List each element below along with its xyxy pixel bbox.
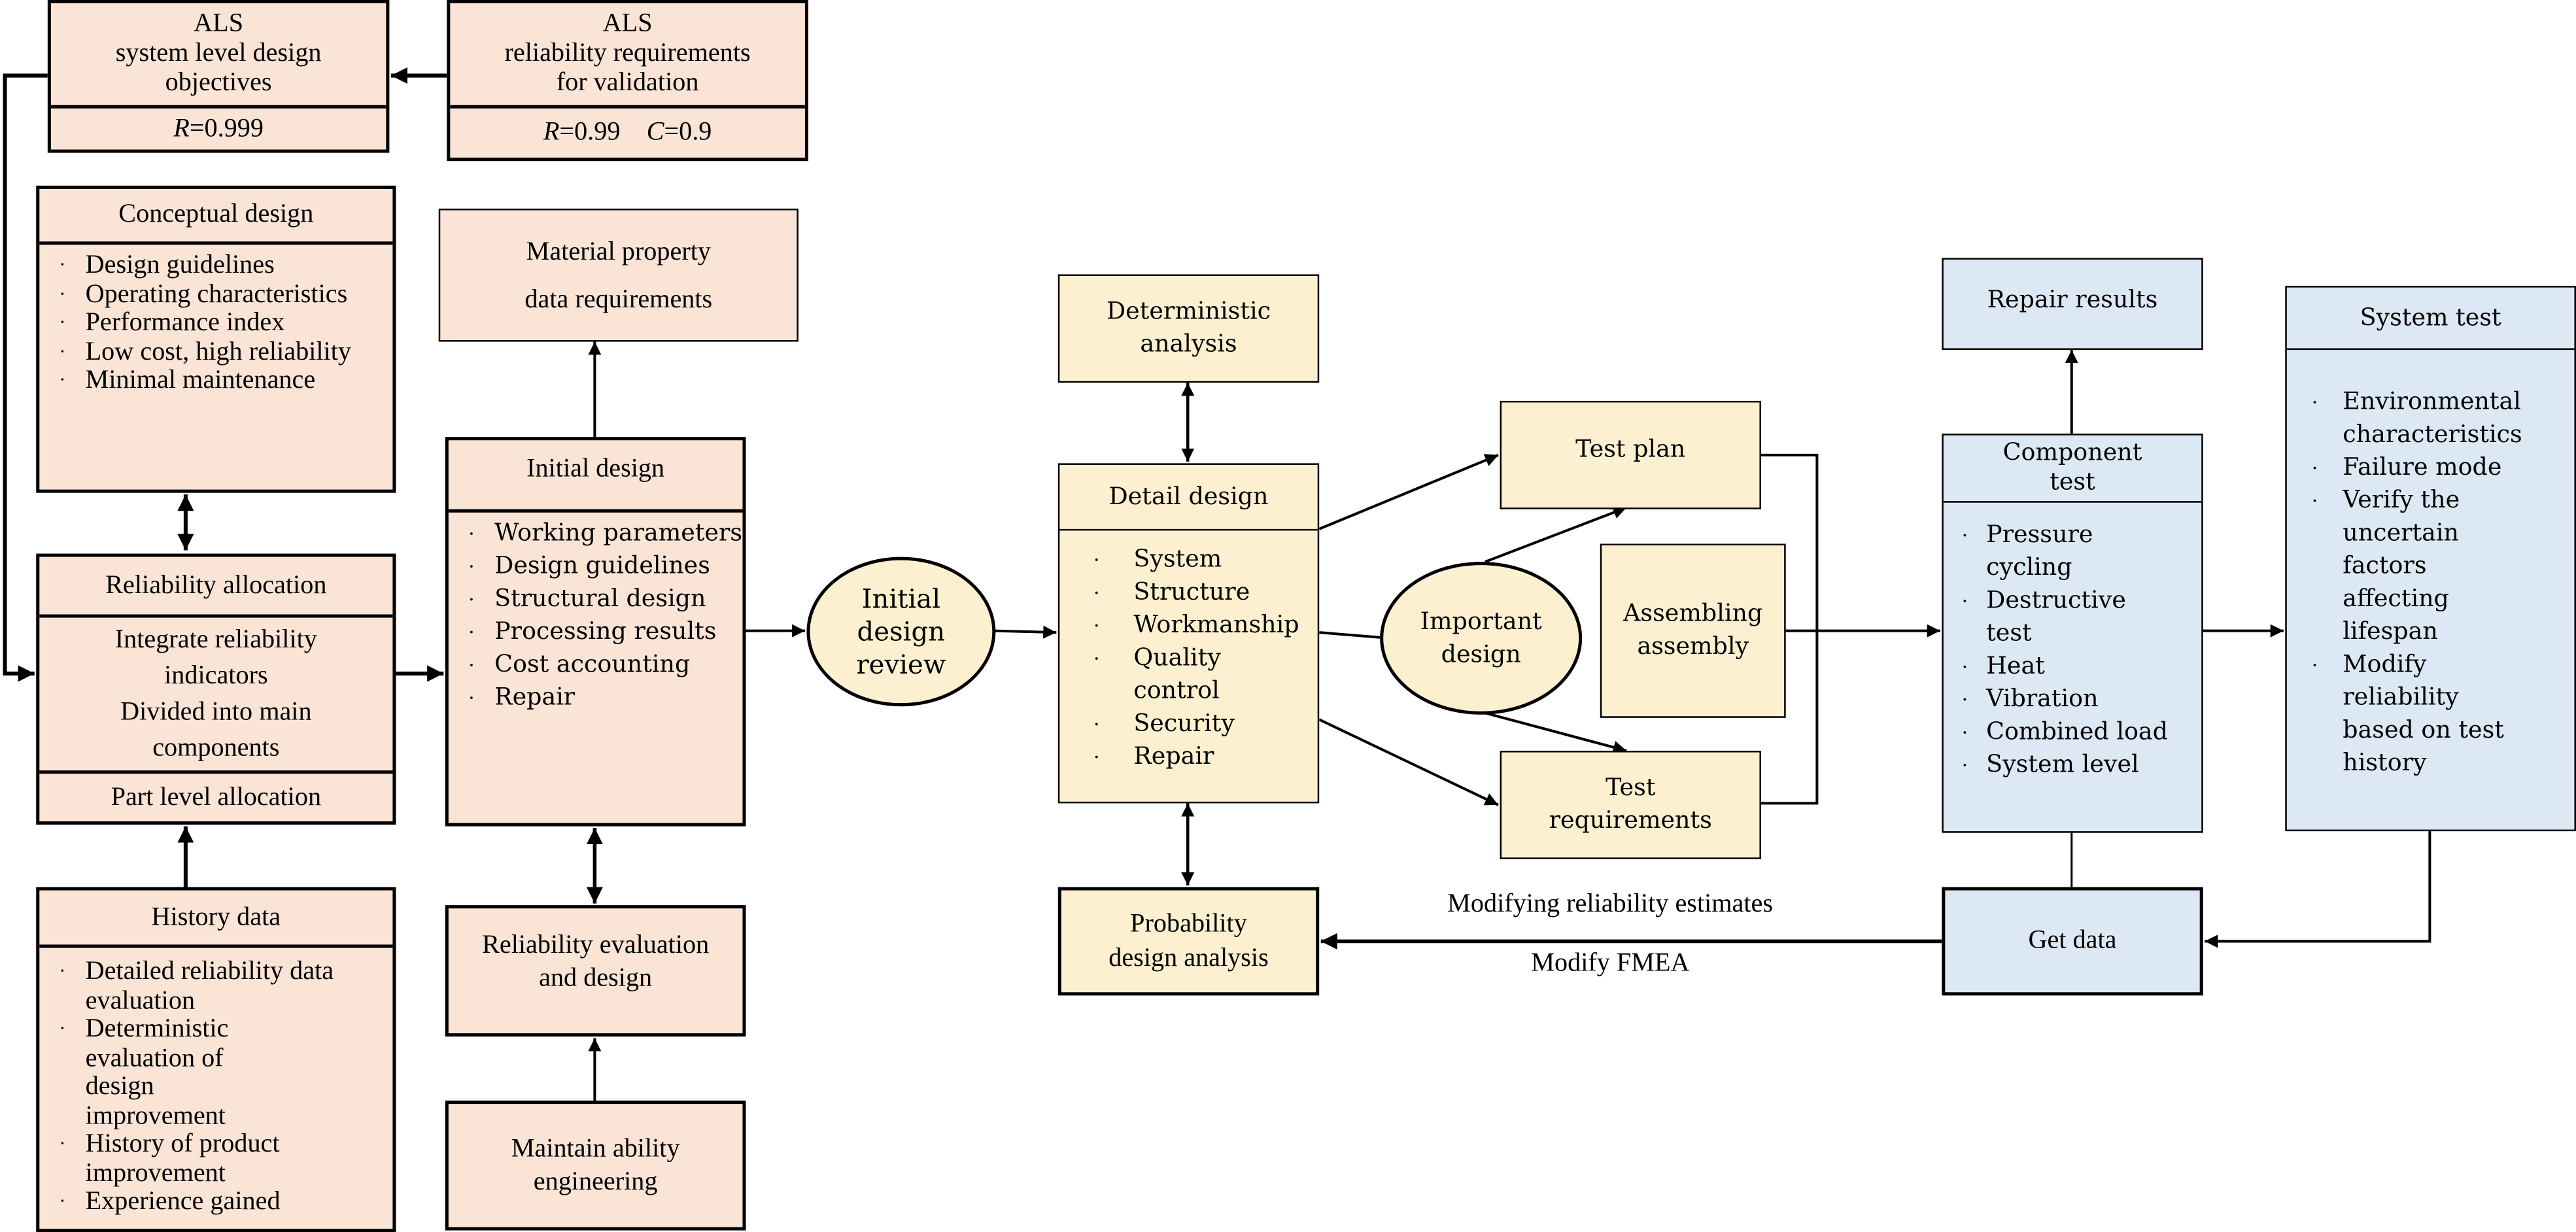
edge-label-modify-fmea: Modify FMEA — [1531, 949, 1690, 978]
arrow-important-to-test-req — [1485, 711, 1627, 754]
edge-label-modifying-reliability: Modifying reliability estimates — [1447, 890, 1774, 919]
arrow-system-to-getdata — [2205, 829, 2431, 948]
initial-design-list: ·Working parameters ·Design guidelines ·… — [448, 509, 743, 823]
list-item: ·Operating characteristics — [59, 280, 348, 309]
component-test-title: Component test — [2002, 440, 2142, 496]
list-item: ·Processing results — [468, 619, 717, 646]
detail-design-title: Detail design — [1108, 483, 1269, 511]
list-item: ·Performance index — [59, 309, 285, 337]
list-item: ·Design guidelines — [59, 251, 275, 280]
list-item: ·Repair — [1093, 744, 1214, 771]
list-item: ·Combined load — [1961, 719, 2168, 746]
history-data-box: History data ·Detailed reliability data … — [36, 887, 396, 1232]
list-item: ·Experience gained — [59, 1188, 281, 1216]
list-item: ·Repair — [468, 685, 575, 711]
component-test-box: Component test ·Pressure cycling ·Destru… — [1942, 434, 2203, 833]
list-item: ·Pressure cycling — [1961, 522, 2093, 582]
assembling-assembly-box: Assembling assembly — [1600, 543, 1786, 718]
list-item: ·Cost accounting — [468, 652, 691, 679]
arrow-detail-to-test-req — [1318, 718, 1499, 806]
list-item: ·Workmanship — [1093, 613, 1299, 640]
connector-test-bracket — [1759, 453, 1819, 805]
arrow-detail-to-test-plan — [1318, 453, 1499, 530]
als-objectives-value: R=0.999 — [50, 105, 386, 150]
list-item: ·Quality control — [1093, 645, 1221, 705]
maintain-ability-box: Maintain ability engineering — [445, 1101, 746, 1231]
list-item: ·Working parameters — [468, 521, 743, 547]
list-item: ·Heat — [1961, 653, 2045, 681]
detail-design-box: Detail design ·System ·Structure ·Workma… — [1057, 463, 1320, 804]
list-item: ·Destructive test — [1961, 588, 2126, 647]
list-item: ·Environmental characteristics — [2311, 389, 2522, 449]
get-data-box: Get data — [1942, 887, 2203, 996]
conceptual-design-box: Conceptual design ·Design guidelines ·Op… — [36, 185, 396, 493]
initial-design-title: Initial design — [526, 454, 665, 483]
reliability-allocation-title: Reliability allocation — [105, 570, 327, 599]
repair-results-box: Repair results — [1942, 258, 2203, 351]
list-item: ·Deterministic evaluation of design impr… — [59, 1015, 229, 1130]
initial-design-review-node: Initial design review — [806, 556, 996, 707]
als-requirements-values: R=0.99 C=0.9 — [450, 105, 805, 158]
als-requirements-box: ALS reliability requirements for validat… — [447, 0, 808, 162]
deterministic-analysis-box: Deterministic analysis — [1057, 274, 1320, 383]
arrow-review-to-detail — [993, 625, 1057, 639]
list-item: ·Detailed reliability data evaluation — [59, 957, 334, 1015]
list-item: ·Failure mode — [2311, 454, 2502, 482]
als-objectives-box: ALS system level design objectives R=0.9… — [47, 0, 390, 153]
list-item: ·Vibration — [1961, 687, 2099, 713]
connector-detail-important — [1319, 631, 1381, 639]
list-item: ·Verify the uncertain factors affecting … — [2311, 488, 2460, 646]
important-design-node: Important design — [1380, 562, 1583, 715]
conceptual-design-list: ·Design guidelines ·Operating characteri… — [39, 241, 393, 489]
list-item: ·System level — [1961, 752, 2139, 779]
list-item: ·System — [1093, 547, 1222, 573]
initial-design-box: Initial design ·Working parameters ·Desi… — [445, 437, 746, 827]
als-objectives-title: ALS system level design objectives — [115, 10, 322, 97]
arrow-important-to-test-plan — [1485, 506, 1627, 564]
system-test-list: ·Environmental characteristics ·Failure … — [2286, 348, 2575, 830]
list-item: ·Modify reliability based on test histor… — [2311, 652, 2504, 778]
component-test-list: ·Pressure cycling ·Destructive test ·Hea… — [1943, 501, 2202, 831]
test-requirements-box: Test requirements — [1500, 751, 1761, 859]
detail-design-list: ·System ·Structure ·Workmanship ·Quality… — [1059, 528, 1318, 802]
reliability-allocation-body: Integrate reliability indicators Divided… — [39, 614, 393, 771]
history-data-list: ·Detailed reliability data evaluation ·D… — [39, 944, 393, 1229]
arrow-objectives-to-allocation — [3, 73, 48, 682]
material-property-box: Material property data requirements — [438, 209, 799, 342]
list-item: ·Structural design — [468, 586, 706, 613]
als-requirements-title: ALS reliability requirements for validat… — [504, 10, 751, 97]
conceptual-design-title: Conceptual design — [118, 200, 314, 229]
system-test-box: System test ·Environmental characteristi… — [2285, 286, 2576, 832]
list-item: ·Design guidelines — [468, 553, 710, 580]
part-level-allocation: Part level allocation — [39, 770, 393, 821]
list-item: ·Low cost, high reliability — [59, 337, 351, 366]
list-item: ·Minimal maintenance — [59, 366, 316, 394]
system-test-title: System test — [2360, 304, 2501, 332]
test-plan-box: Test plan — [1500, 400, 1761, 509]
list-item: ·History of product improvement — [59, 1130, 280, 1187]
reliability-allocation-box: Reliability allocation Integrate reliabi… — [36, 553, 396, 825]
list-item: ·Security — [1093, 711, 1235, 738]
probability-design-box: Probability design analysis — [1057, 887, 1320, 996]
list-item: ·Structure — [1093, 579, 1250, 606]
reliability-evaluation-box: Reliability evaluation and design — [445, 905, 746, 1037]
history-data-title: History data — [151, 902, 281, 931]
